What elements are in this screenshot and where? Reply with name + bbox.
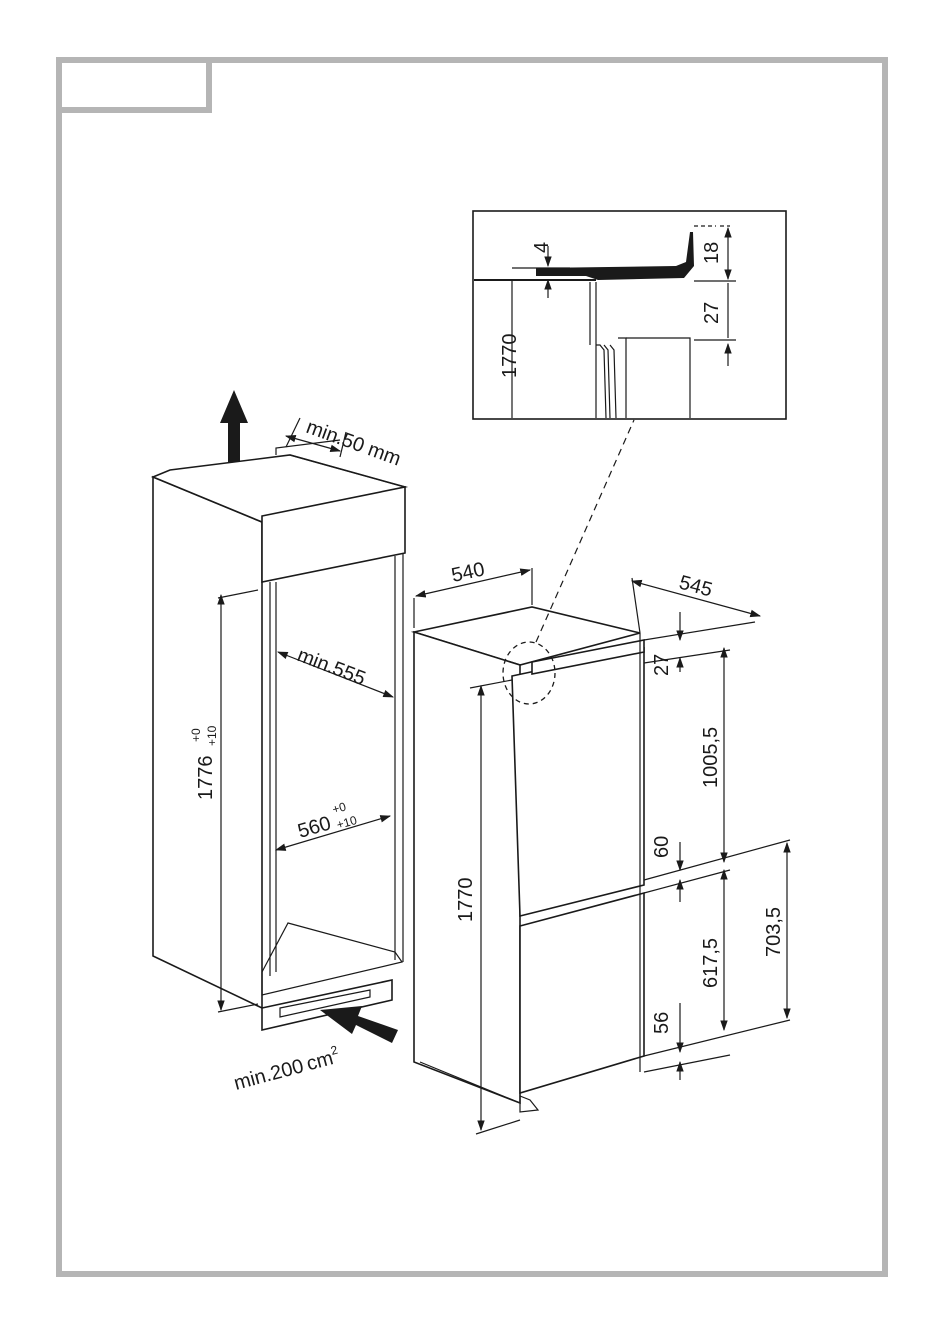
cabinet-width-label: 560 — [295, 812, 333, 842]
cabinet-height-tol-minus: +10 — [205, 725, 219, 746]
vent-bottom-label: min.200cm2 — [231, 1043, 343, 1095]
cabinet-height-label: 1776 — [195, 756, 217, 801]
appliance-depth-label: 545 — [677, 572, 715, 602]
detail-height-label: 1770 — [499, 334, 521, 379]
appliance-drawing: 540 545 27 1005,5 60 617,5 703,5 56 — [414, 420, 790, 1134]
cabinet-width-tol-minus: +10 — [335, 813, 359, 832]
detail-top-label: 18 — [701, 242, 723, 264]
vent-inflow-arrow — [320, 1006, 398, 1043]
cabinet-depth-label: min.555 — [294, 644, 368, 690]
detail-inset: 18 27 4 1770 — [473, 211, 786, 419]
appliance-lower-section-label: 703,5 — [763, 907, 785, 957]
vent-up-arrow — [220, 390, 248, 462]
appliance-lower-door-label: 617,5 — [700, 938, 722, 988]
appliance-width-label: 540 — [449, 558, 486, 586]
appliance-bottom-gap-label: 56 — [651, 1012, 673, 1034]
detail-gap-label: 4 — [531, 242, 553, 253]
cabinet-height-tol-plus: +0 — [189, 728, 203, 742]
cabinet-drawing: min.50 mm min.200cm2 1776 +0 +10 min.555… — [153, 390, 405, 1095]
appliance-upper-door-label: 1005,5 — [700, 727, 722, 788]
appliance-top-gap-label: 27 — [651, 654, 673, 676]
appliance-height-label: 1770 — [455, 878, 477, 923]
figure-number-box — [59, 60, 209, 110]
appliance-mid-gap-label: 60 — [651, 836, 673, 858]
cabinet-width-tol-plus: +0 — [331, 799, 348, 816]
detail-offset-label: 27 — [701, 302, 723, 324]
